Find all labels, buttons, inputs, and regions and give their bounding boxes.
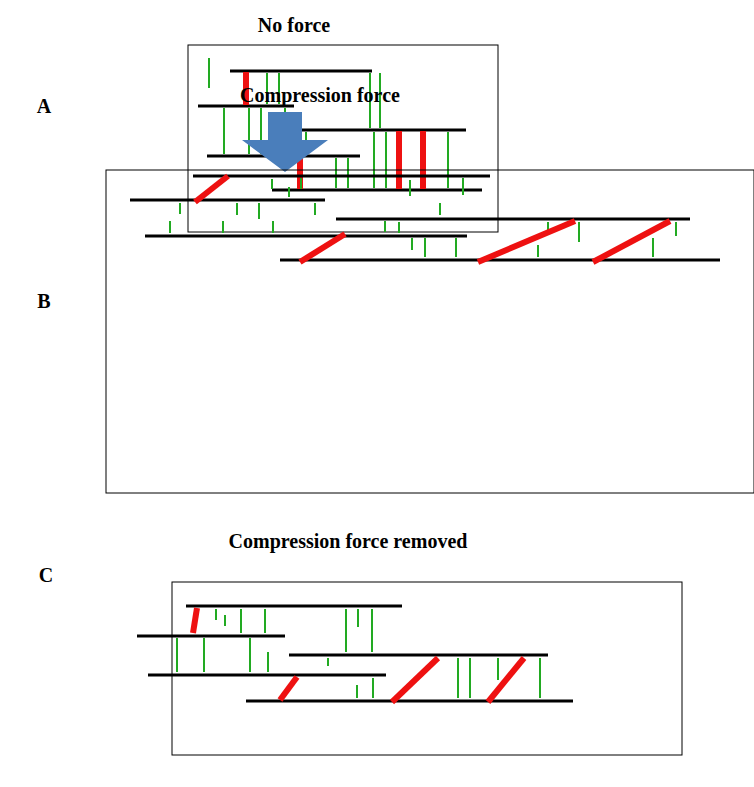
strong-links xyxy=(193,608,524,702)
strong-links xyxy=(195,176,670,262)
crosslinks xyxy=(209,58,448,188)
panel-letter: C xyxy=(39,564,53,586)
fibres xyxy=(198,71,482,190)
panel-letter: B xyxy=(37,290,50,312)
crosslinks xyxy=(177,609,540,698)
panel-heading: Compression force removed xyxy=(229,530,468,552)
crosslinks xyxy=(170,178,676,257)
panel-frame xyxy=(106,170,754,493)
fibres xyxy=(130,176,720,260)
panel-frame xyxy=(172,582,682,755)
panel-heading: No force xyxy=(258,14,330,36)
panel-heading: Compression force xyxy=(240,84,400,106)
panel-frame xyxy=(188,45,498,232)
force-arrow xyxy=(242,112,328,172)
panel-letter: A xyxy=(37,95,51,117)
fibres xyxy=(137,606,573,701)
